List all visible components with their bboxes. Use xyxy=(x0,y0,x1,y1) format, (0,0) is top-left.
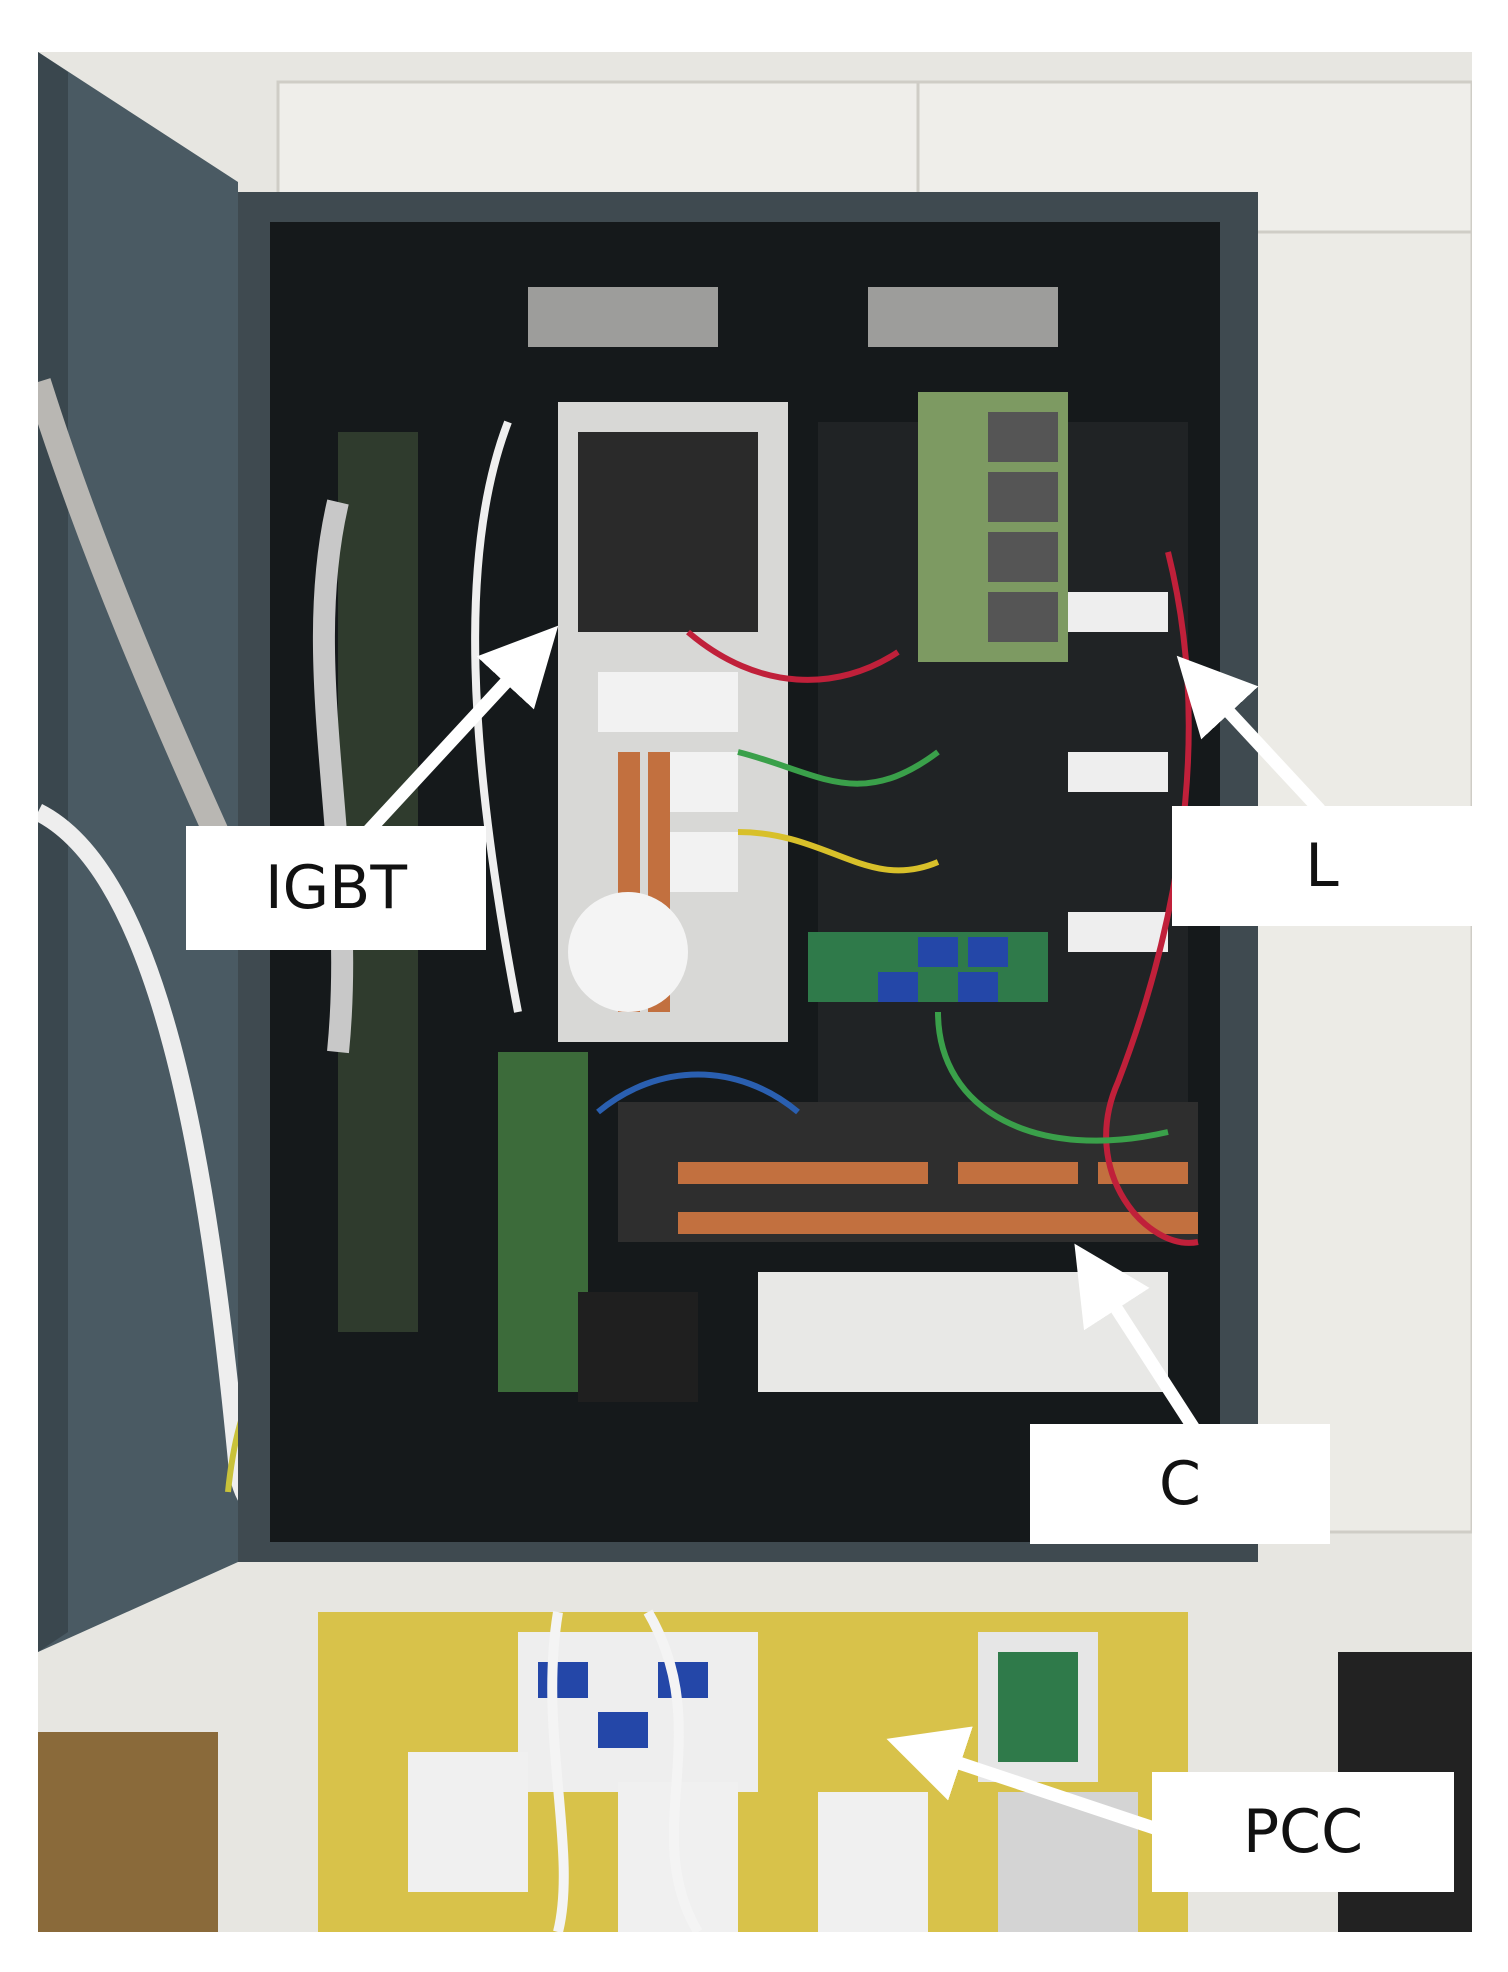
arrow-pcc xyxy=(886,1726,1163,1837)
pcc-breaker-1 xyxy=(408,1752,528,1892)
igbt-module-4 xyxy=(668,832,738,892)
cabinet-door xyxy=(38,52,238,1652)
igbt-module-1 xyxy=(598,672,668,732)
capacitor-busbar-1 xyxy=(678,1162,928,1184)
relay-1 xyxy=(988,412,1058,462)
label-capacitor-text: C xyxy=(1159,1449,1201,1519)
top-fan-right xyxy=(868,287,1058,347)
relay-2 xyxy=(988,472,1058,522)
pcc-breaker-3 xyxy=(818,1792,928,1932)
pcc-white-cable-2 xyxy=(643,1609,703,1932)
inductor-nameplate-1 xyxy=(1068,592,1168,632)
inductor-nameplate-3 xyxy=(1068,912,1168,952)
label-pcc: PCC xyxy=(1152,1772,1454,1892)
relay-3 xyxy=(988,532,1058,582)
current-sensor-3 xyxy=(878,972,918,1002)
label-pcc-text: PCC xyxy=(1243,1797,1363,1867)
label-igbt: IGBT xyxy=(186,826,486,950)
arrow-capacitor xyxy=(1074,1243,1201,1434)
igbt-driver-board xyxy=(578,432,758,632)
capacitor-busbar-4 xyxy=(678,1212,1198,1234)
label-igbt-text: IGBT xyxy=(264,853,407,923)
label-inductor: L xyxy=(1172,806,1472,926)
blue-wire-1 xyxy=(596,1071,800,1115)
capacitor-busbar-2 xyxy=(958,1162,1078,1184)
red-wire-1 xyxy=(686,629,900,683)
yellow-wire-1 xyxy=(737,829,940,874)
pcc-sensor-2 xyxy=(598,1712,648,1748)
terminal-block xyxy=(578,1292,698,1402)
capacitor-busbar-3 xyxy=(1098,1162,1188,1184)
arrow-igbt xyxy=(355,625,559,845)
pcc-white-cable-1 xyxy=(547,1611,569,1932)
green-wire-1 xyxy=(737,749,940,787)
white-wire-1 xyxy=(471,420,522,1013)
interface-board xyxy=(498,1052,588,1392)
inductor-nameplate-2 xyxy=(1068,752,1168,792)
transformer xyxy=(38,1732,218,1932)
current-sensor-2 xyxy=(968,937,1008,967)
current-sensor-1 xyxy=(918,937,958,967)
igbt-module-2 xyxy=(668,672,738,732)
dc-link-capacitor xyxy=(568,892,688,1012)
igbt-module-3 xyxy=(668,752,738,812)
pcc-sensor-1 xyxy=(538,1662,588,1698)
label-inductor-text: L xyxy=(1305,831,1339,901)
green-wire-2 xyxy=(935,1011,1169,1144)
grey-ribbon-cable xyxy=(312,499,354,1054)
relay-4 xyxy=(988,592,1058,642)
arrow-inductor xyxy=(1176,655,1325,815)
pcc-relay-board xyxy=(998,1652,1078,1762)
current-sensor-4 xyxy=(958,972,998,1002)
top-fan-left xyxy=(528,287,718,347)
label-capacitor: C xyxy=(1030,1424,1330,1544)
